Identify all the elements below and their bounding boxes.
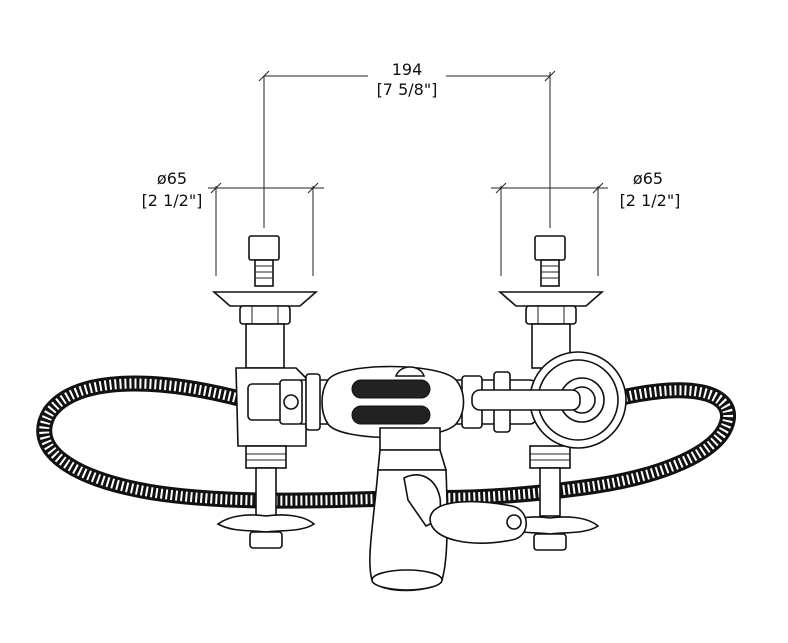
shower-hose [36,375,736,509]
left-flange-mm: ø65 [157,169,187,188]
right-flange-mm: ø65 [633,169,663,188]
right-valve-assembly [497,235,605,551]
center-spacing-dimension: 194 [7 5/8"] [258,60,556,228]
shower-handle [321,365,465,439]
left-flange-dimension: ø65 [2 1/2"] [142,169,324,276]
center-spacing-mm: 194 [392,60,423,79]
right-flange-inch: [2 1/2"] [620,191,681,210]
right-flange-dimension: ø65 [2 1/2"] [491,169,680,276]
center-spacing-inch: [7 5/8"] [377,80,438,99]
left-flange-inch: [2 1/2"] [142,191,203,210]
hose-connector [471,351,627,449]
diverter-lever [403,474,527,544]
